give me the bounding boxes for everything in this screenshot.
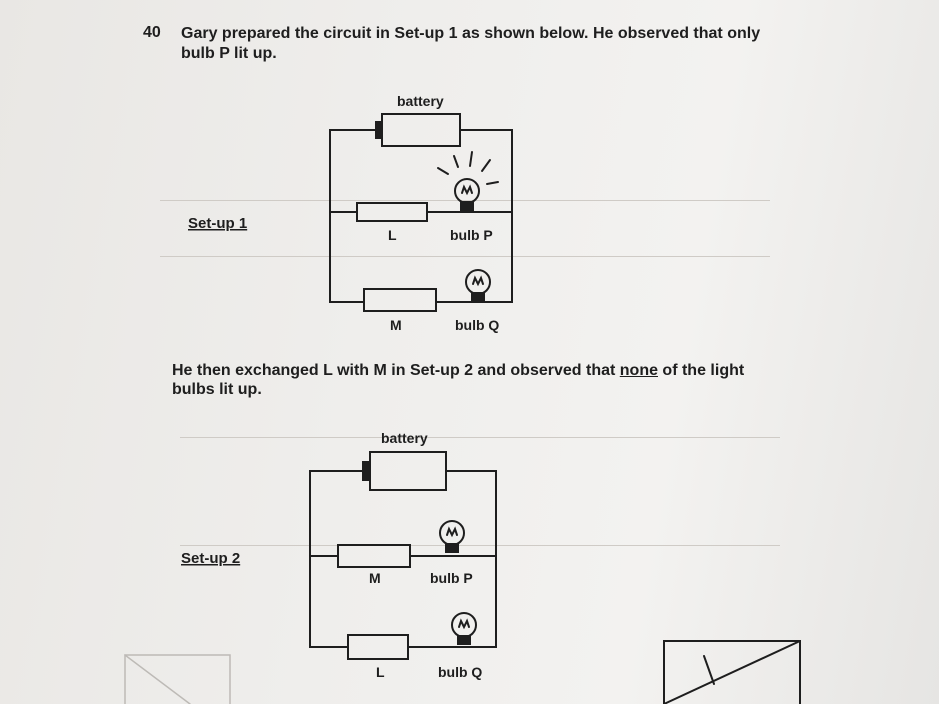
show-through-line	[160, 256, 770, 257]
setup-2-battery-terminal	[362, 461, 371, 481]
setup-1-resistor-M	[363, 288, 437, 312]
question-line-2: bulb P lit up.	[181, 45, 277, 62]
question-line-1: Gary prepared the circuit in Set-up 1 as…	[181, 25, 761, 42]
setup-1-bulb-Q-label: bulb Q	[455, 317, 499, 333]
setup-2-circuit	[309, 451, 497, 660]
setup-1-title: Set-up 1	[188, 215, 247, 232]
setup-1-bulb-Q	[465, 269, 493, 303]
show-through-line	[180, 545, 780, 546]
exchange-emphasis: none	[619, 362, 658, 379]
setup-1-bulb-P-label: bulb P	[450, 227, 493, 243]
setup-1-resistor-L-label: L	[388, 227, 397, 243]
setup-2-resistor-M	[337, 544, 411, 568]
setup-2-bulb-P-label: bulb P	[430, 570, 473, 586]
exchange-text-before: He then exchanged L with M in Set-up 2 a…	[172, 362, 620, 379]
setup-1-resistor-M-label: M	[390, 317, 402, 333]
exchange-text-after: of the light	[657, 362, 745, 379]
setup-2-right-wire	[445, 470, 497, 648]
setup-1-bulb-P	[437, 151, 499, 213]
answer-boxes	[124, 640, 801, 704]
setup-1-battery	[381, 113, 461, 147]
exchange-line-2: bulbs lit up.	[172, 381, 262, 398]
setup-2-resistor-M-label: M	[369, 570, 381, 586]
setup-2-resistor-L-label: L	[376, 664, 385, 680]
setup-1-resistor-L	[356, 202, 428, 222]
setup-1-left-wire	[329, 129, 377, 303]
setup-1-circuit	[329, 113, 513, 312]
setup-2-battery-label: battery	[381, 430, 428, 446]
setup-1-battery-label: battery	[397, 93, 444, 109]
show-through-line	[160, 200, 770, 201]
setup-2-left-wire	[309, 470, 364, 648]
setup-2-battery	[369, 451, 447, 491]
show-through-line	[180, 437, 780, 438]
setup-2-resistor-L	[347, 634, 409, 660]
setup-1-right-wire	[459, 129, 513, 303]
question-number: 40	[143, 24, 161, 41]
setup-2-bulb-P	[439, 520, 465, 557]
setup-2-bulb-Q-label: bulb Q	[438, 664, 482, 680]
setup-2-bulb-Q	[451, 612, 479, 648]
setup-2-title: Set-up 2	[181, 550, 240, 567]
exchange-line-1: He then exchanged L with M in Set-up 2 a…	[172, 361, 772, 380]
exchange-text: He then exchanged L with M in Set-up 2 a…	[172, 361, 772, 399]
answer-box-right	[663, 640, 801, 704]
question-text: Gary prepared the circuit in Set-up 1 as…	[181, 24, 781, 64]
answer-box-left	[124, 654, 231, 704]
